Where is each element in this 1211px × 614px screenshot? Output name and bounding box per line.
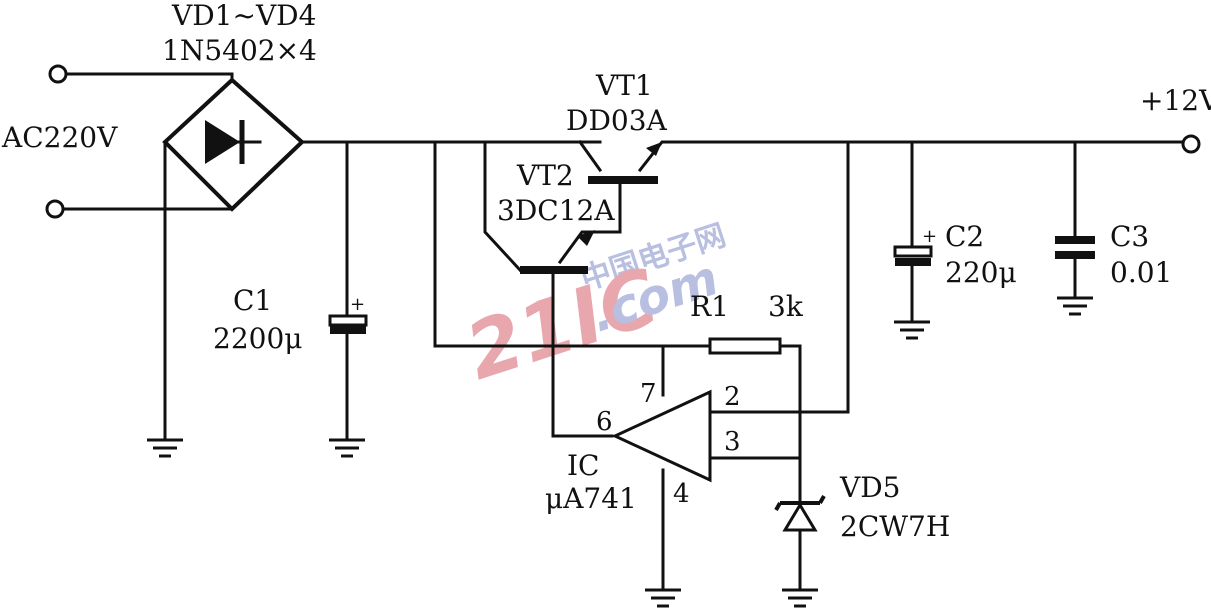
vt1-transistor <box>557 142 662 265</box>
label-vd5: VD5 <box>839 471 900 504</box>
label-output: +12V <box>1140 84 1211 117</box>
r1-to-zener-wire <box>778 344 802 592</box>
label-pin4: 4 <box>673 479 690 509</box>
label-pin2: 2 <box>724 382 741 412</box>
label-ic: IC <box>567 449 599 482</box>
ground-icon <box>645 588 681 608</box>
ground-icon <box>894 320 930 340</box>
ic-triangle <box>611 389 712 483</box>
label-vd1-vd4: VD1~VD4 <box>171 0 316 32</box>
label-c2-value: 220μ <box>945 256 1017 289</box>
ground-icon <box>147 438 183 458</box>
c1-plate-top <box>328 314 368 327</box>
c1-capacitor: + <box>328 140 368 442</box>
main-rail-left <box>300 140 523 273</box>
label-c3-value: 0.01 <box>1110 256 1172 289</box>
feedback-wire <box>433 140 712 348</box>
c2-plate-top <box>893 245 933 258</box>
c2-plus: + <box>922 226 937 247</box>
bridge-rectifier <box>162 77 305 442</box>
label-c3: C3 <box>1110 220 1149 253</box>
vt2-base-wire <box>551 268 614 438</box>
r1-body <box>708 337 782 355</box>
r1-resistor <box>708 337 802 592</box>
vt2-transistor <box>520 230 614 438</box>
ground-icon <box>782 588 818 608</box>
vd5-bar <box>774 495 826 511</box>
label-c1: C1 <box>233 284 272 317</box>
vd5-triangle-icon <box>782 502 818 532</box>
label-c1-value: 2200μ <box>213 322 302 355</box>
grounds <box>147 296 1093 608</box>
label-ac-input: AC220V <box>1 121 118 154</box>
vt1-base-wire <box>557 178 622 265</box>
label-ic-part: μA741 <box>545 482 637 515</box>
vd5-zener <box>774 495 826 532</box>
label-c2: C2 <box>945 220 984 253</box>
label-r1: R1 <box>690 290 729 323</box>
ac-terminal-top <box>48 64 68 84</box>
ac-input <box>45 64 234 219</box>
output-terminal <box>1181 134 1201 154</box>
label-r1-value: 3k <box>768 290 804 323</box>
ground-icon <box>1057 296 1093 316</box>
ac-wire-top <box>64 72 234 82</box>
vt1-arrow-icon <box>646 142 662 156</box>
label-pin3: 3 <box>724 427 741 457</box>
ic-opamp <box>611 140 850 592</box>
ground-icon <box>329 438 365 458</box>
c2-capacitor: + <box>893 140 937 324</box>
label-vt2: VT2 <box>516 159 574 192</box>
bridge-diode-icon <box>205 120 240 164</box>
c1-plus: + <box>350 294 365 315</box>
label-pin6: 6 <box>596 407 613 437</box>
c3-capacitor <box>1055 140 1095 300</box>
vt1-collector-lead <box>577 139 603 173</box>
label-vd5-part: 2CW7H <box>840 510 950 543</box>
label-vt2-part: 3DC12A <box>497 194 615 227</box>
label-bridge-part: 1N5402×4 <box>162 34 317 67</box>
ac-terminal-bottom <box>45 199 65 219</box>
ic-pin2-wire <box>708 140 850 414</box>
bridge-diamond <box>162 77 305 212</box>
label-vt1-part: DD03A <box>566 104 668 137</box>
label-vt1: VT1 <box>595 69 653 102</box>
vt2-arrow-icon <box>577 230 595 246</box>
label-pin7: 7 <box>640 379 657 409</box>
